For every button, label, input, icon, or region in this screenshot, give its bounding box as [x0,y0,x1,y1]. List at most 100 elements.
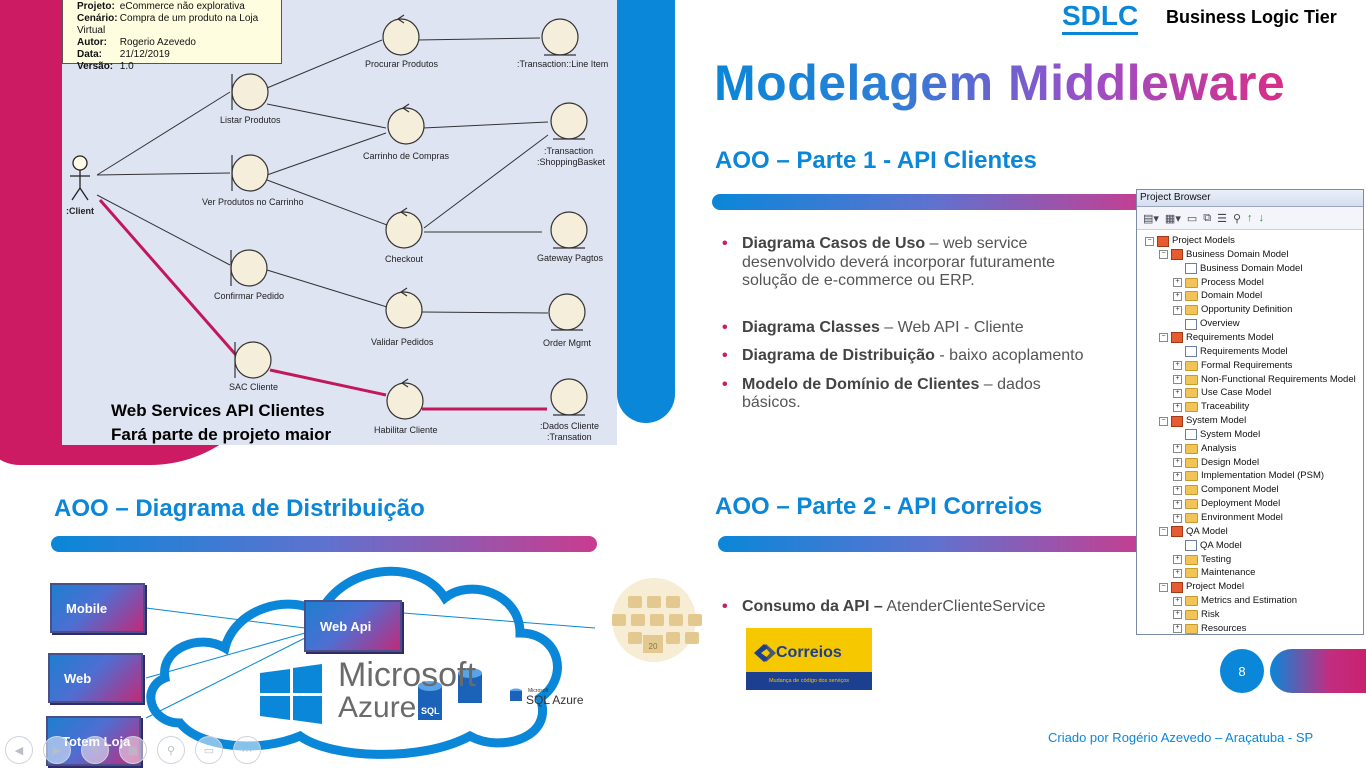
package-icon [1171,249,1183,261]
tree-item[interactable]: +Maintenance [1173,566,1255,580]
correios-name: Correios [776,644,842,661]
diagram-icon [1185,346,1197,358]
folder-icon [1185,374,1198,385]
tree-item[interactable]: −Requirements Model [1159,331,1274,345]
expand-icon[interactable]: + [1173,278,1182,288]
tree-item[interactable]: +Deployment Model [1173,497,1280,511]
expand-icon[interactable]: + [1173,610,1182,620]
expand-icon[interactable]: + [1173,555,1182,565]
pen-icon[interactable]: ✎ [81,736,109,764]
folder-icon[interactable]: ▭ [1186,212,1198,225]
tree-item[interactable]: Requirements Model [1173,345,1288,359]
uml-label: :Dados Cliente [540,421,600,431]
expand-icon[interactable]: + [1173,513,1182,523]
tree-item[interactable]: + Environment Model [1173,511,1283,525]
expand-icon[interactable]: + [1173,596,1182,606]
sdlc-link[interactable]: SDLC [1062,0,1139,35]
part2-divider [718,536,1148,552]
collapse-icon[interactable]: − [1159,527,1168,537]
filter-icon[interactable]: ⚲ [1232,212,1242,225]
expand-icon[interactable]: + [1173,458,1182,468]
list-item: Modelo de Domínio de Clientes – dados bá… [722,376,1102,413]
collapse-icon[interactable]: − [1159,333,1168,343]
tree-item[interactable]: +Metrics and Estimation [1173,594,1297,608]
zoom-icon[interactable]: ⚲ [157,736,185,764]
tree-item[interactable]: QA Model [1173,539,1242,553]
tree-item[interactable]: +Domain Model [1173,289,1262,303]
arrow-down-icon[interactable]: ↓ [1258,212,1265,224]
tree-item[interactable]: +Implementation Model (PSM) [1173,469,1324,483]
subtitles-icon[interactable]: ▭ [195,736,223,764]
uml-label: Procurar Produtos [365,59,439,69]
collapse-icon[interactable]: − [1159,416,1168,426]
tree-item[interactable]: +Design Model [1173,456,1259,470]
folder-icon [1185,457,1198,468]
more-options-icon[interactable]: ⋯ [233,736,261,764]
tree-item[interactable]: +Process Model [1173,276,1264,290]
tree-item[interactable]: −System Model [1159,414,1246,428]
tree-item[interactable]: +Component Model [1173,483,1279,497]
package-icon[interactable]: ⧉ [1203,211,1212,224]
expand-icon[interactable]: + [1173,388,1182,398]
slides-grid-icon[interactable]: ▦ [119,736,147,764]
tree-item-label: Testing [1201,553,1232,565]
expand-icon[interactable]: + [1173,485,1182,495]
expand-icon[interactable]: + [1173,471,1182,481]
expand-icon[interactable]: + [1173,375,1182,384]
tree-item[interactable]: +Analysis [1173,442,1236,456]
collapse-icon[interactable]: − [1159,582,1168,592]
tree-item[interactable]: System Model [1173,428,1260,442]
expand-icon[interactable]: + [1173,402,1182,412]
expand-icon[interactable]: + [1173,305,1182,315]
correios-logo: Correios Mudança de código dos serviços [746,628,872,690]
new-icon[interactable]: ▤▾ [1143,212,1159,225]
correios-icon [754,644,776,662]
tree-item-label: Environment Model [1201,512,1283,523]
tree-item[interactable]: −Project Model [1159,580,1244,594]
tree-item[interactable]: +Formal Requirements [1173,359,1292,373]
list-icon[interactable]: ☰ [1217,212,1227,225]
previous-slide-icon[interactable]: ◀ [5,736,33,764]
add-icon[interactable]: ▦▾ [1164,212,1181,225]
tree-item[interactable]: +Non-Functional Requirements Model [1173,373,1356,387]
diagram-icon [1185,263,1197,275]
webapi-node: Web Api [304,600,402,652]
tree-item[interactable]: Business Domain Model [1173,262,1302,276]
tree-item[interactable]: + Testing [1173,553,1231,567]
expand-icon[interactable]: + [1173,361,1182,371]
tree-item[interactable]: +Risk [1173,608,1219,622]
page-title: Modelagem Middleware [714,55,1286,111]
diagram-icon [1185,540,1197,552]
folder-icon [1185,360,1198,371]
actor-icon [70,155,90,201]
folder-icon [1185,471,1198,482]
note-row: Data: 21/12/2019 [77,49,170,60]
folder-icon [1185,291,1198,302]
tree-item[interactable]: +Resources [1173,622,1246,636]
expand-icon[interactable]: + [1173,444,1182,454]
folder-icon [1185,499,1198,510]
next-slide-icon[interactable]: ▶ [43,736,71,764]
collapse-icon[interactable]: − [1145,236,1154,246]
arrow-up-icon[interactable]: ↑ [1247,212,1253,224]
sql-badge: SQL [419,705,442,717]
tree-item[interactable]: +Traceability [1173,400,1249,414]
tree-item[interactable]: Overview [1173,317,1240,331]
folder-icon [1185,402,1198,413]
collapse-icon[interactable]: − [1159,250,1168,260]
tree-item[interactable]: −Project Models [1145,234,1235,248]
uml-label: :ShoppingBasket [537,157,606,167]
expand-icon[interactable]: + [1173,499,1182,509]
uml-caption: Fará parte de projeto maior [111,425,332,444]
expand-icon[interactable]: + [1173,291,1182,301]
pink-decoration [1270,649,1366,693]
note-row: Cenário: Compra de um produto na Loja Vi… [77,13,259,36]
tree-item[interactable]: +Use Case Model [1173,386,1271,400]
expand-icon[interactable]: + [1173,624,1182,634]
tree-item[interactable]: −QA Model [1159,525,1228,539]
uml-label: Gateway Pagtos [537,253,604,263]
expand-icon[interactable]: + [1173,568,1182,578]
tree-item[interactable]: −Business Domain Model [1159,248,1288,262]
sql-azure-icon [510,688,522,701]
tree-item[interactable]: +Opportunity Definition [1173,303,1292,317]
